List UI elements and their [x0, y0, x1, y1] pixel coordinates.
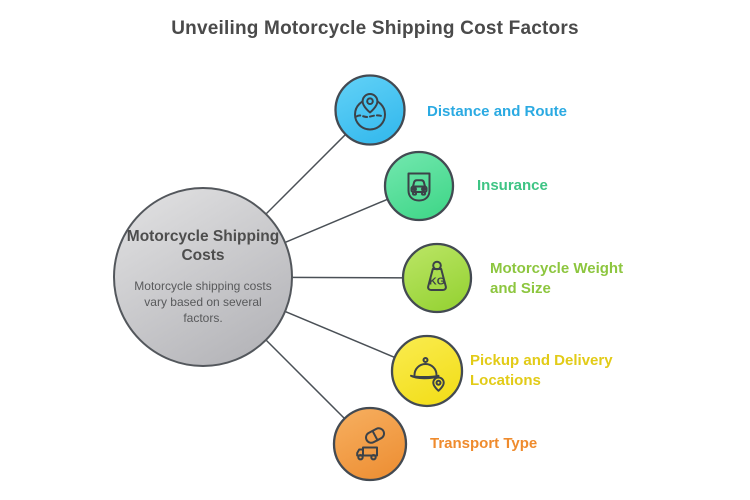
delivery-truck-capsule-icon	[356, 427, 386, 461]
factor-node-transport	[332, 406, 408, 482]
kg-weight-icon-text: KG	[429, 276, 445, 288]
factor-label-pickup: Pickup and Delivery Locations	[470, 352, 613, 389]
center-node-description: Motorcycle shipping costs vary based on …	[134, 279, 272, 325]
connector-lines	[202, 109, 438, 445]
factor-label-distance: Distance and Route	[427, 103, 568, 120]
serving-dome-location-pin-icon	[410, 357, 445, 392]
car-in-shield-icon	[407, 172, 431, 202]
factor-label-transport: Transport Type	[430, 435, 538, 452]
factor-label-weight: Motorcycle Weight and Size	[490, 260, 624, 297]
center-node-circle	[113, 187, 293, 367]
factor-label-insurance: Insurance	[477, 177, 548, 194]
factor-node-weight: KG	[401, 242, 473, 314]
route-map-pin-icon	[354, 93, 386, 131]
page-title: Unveiling Motorcycle Shipping Cost Facto…	[171, 18, 579, 39]
center-node-title: Motorcycle Shipping Costs	[126, 228, 280, 264]
kg-weight-icon: KG	[427, 260, 447, 291]
center-node-text: Motorcycle Shipping Costs Motorcycle shi…	[118, 227, 288, 326]
factor-node-distance	[334, 74, 406, 146]
factor-node-insurance	[383, 150, 455, 222]
factor-node-pickup	[390, 334, 464, 408]
